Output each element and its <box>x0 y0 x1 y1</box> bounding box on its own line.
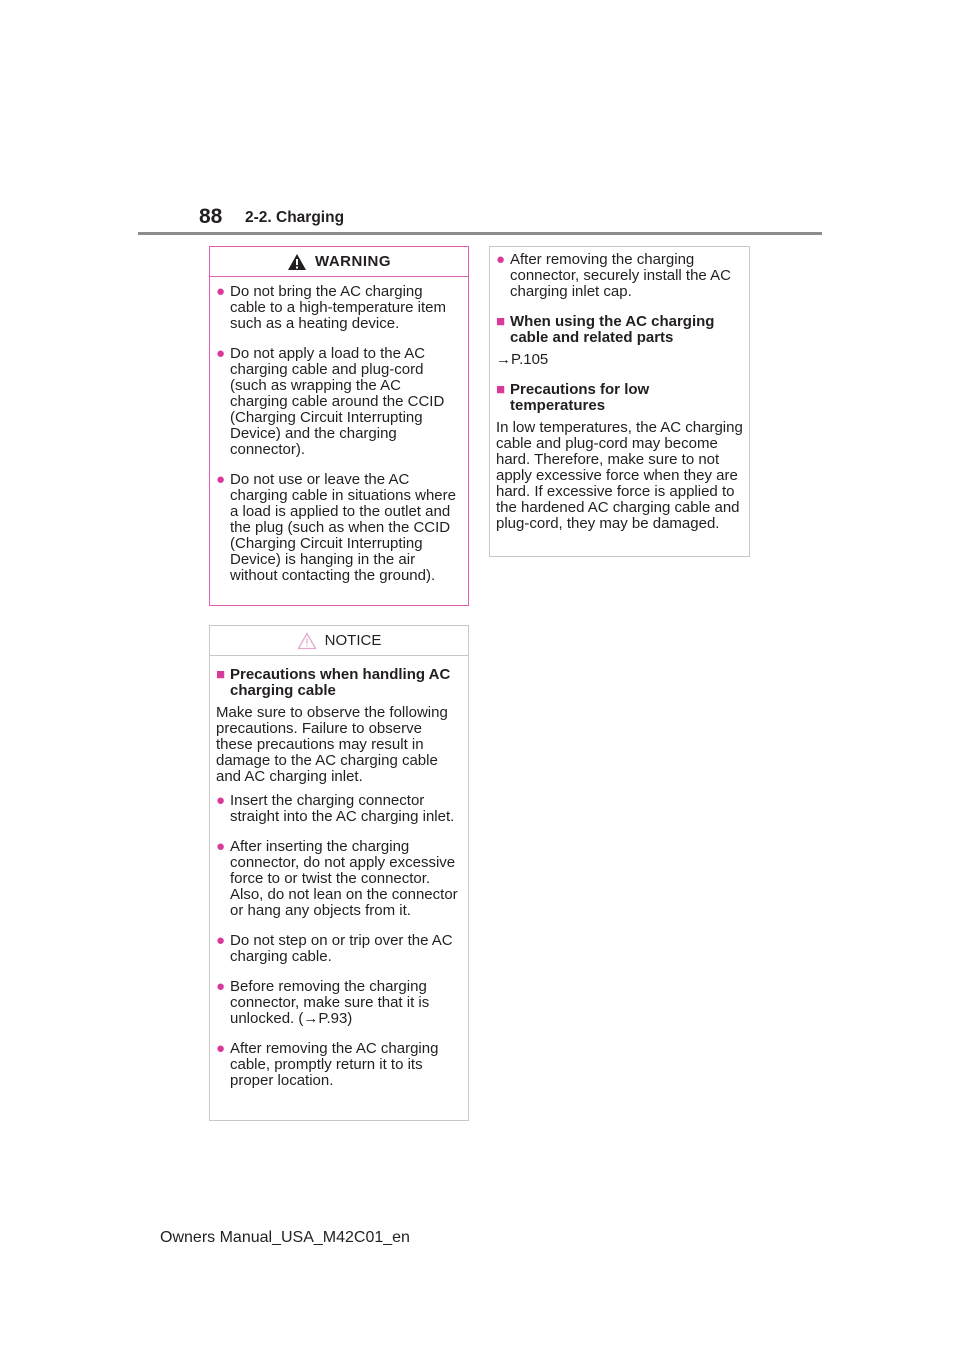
warning-header: WARNING <box>210 247 468 277</box>
notice-box: NOTICE ■ Precautions when handling AC ch… <box>209 625 469 1121</box>
low-temp-paragraph: In low temperatures, the AC charging cab… <box>496 419 743 532</box>
heading-square-icon: ■ <box>216 666 226 683</box>
notice-header: NOTICE <box>210 626 468 656</box>
footer-text: Owners Manual_USA_M42C01_en <box>160 1229 410 1246</box>
bullet-dot-icon: ● <box>216 1040 226 1057</box>
warning-triangle-icon <box>288 253 306 270</box>
warning-title: WARNING <box>315 253 391 270</box>
bullet-dot-icon: ● <box>216 792 226 809</box>
notice-item: ● Do not step on or trip over the AC cha… <box>216 932 453 965</box>
warning-body: ● Do not bring the AC charging cable to … <box>210 277 468 584</box>
warning-item: ● Do not apply a load to the AC charging… <box>216 345 445 458</box>
footer: Owners Manual_USA_M42C01_en <box>0 1228 960 1248</box>
notice-intro: Make sure to observe the following preca… <box>216 704 448 785</box>
bullet-dot-icon: ● <box>496 251 506 268</box>
notice-item: ● After removing the AC charging cable, … <box>216 1040 439 1089</box>
continuation-body: ● After removing the charging connector,… <box>490 247 749 532</box>
notice-continuation-box: ● After removing the charging connector,… <box>489 246 750 557</box>
bullet-dot-icon: ● <box>216 283 226 300</box>
continuation-heading-cable: ■ When using the AC charging cable and r… <box>496 313 715 346</box>
notice-item: ● Before removing the charging connector… <box>216 978 430 1027</box>
page-reference-link[interactable]: →P.105 <box>496 351 549 368</box>
continuation-heading-low-temp: ■ Precautions for low temperatures <box>496 381 650 414</box>
notice-title: NOTICE <box>324 632 382 649</box>
bullet-dot-icon: ● <box>216 471 226 488</box>
continuation-item: ● After removing the charging connector,… <box>496 251 731 300</box>
heading-square-icon: ■ <box>496 313 506 330</box>
page-number: 88 <box>199 205 223 228</box>
warning-item: ● Do not use or leave the AC charging ca… <box>216 471 456 584</box>
heading-square-icon: ■ <box>496 381 506 398</box>
notice-triangle-icon <box>297 631 317 649</box>
bullet-dot-icon: ● <box>216 345 226 362</box>
bullet-dot-icon: ● <box>216 932 226 949</box>
notice-item: ● After inserting the charging connector… <box>216 838 458 919</box>
warning-item: ● Do not bring the AC charging cable to … <box>216 283 446 332</box>
notice-body: ■ Precautions when handling AC charging … <box>210 656 468 1089</box>
notice-heading: ■ Precautions when handling AC charging … <box>216 666 451 699</box>
header-rule <box>138 232 822 235</box>
notice-item: ● Insert the charging connector straight… <box>216 792 455 825</box>
bullet-dot-icon: ● <box>216 838 226 855</box>
warning-box: WARNING ● Do not bring the AC charging c… <box>209 246 469 606</box>
bullet-dot-icon: ● <box>216 978 226 995</box>
section-title: 2-2. Charging <box>245 209 345 226</box>
